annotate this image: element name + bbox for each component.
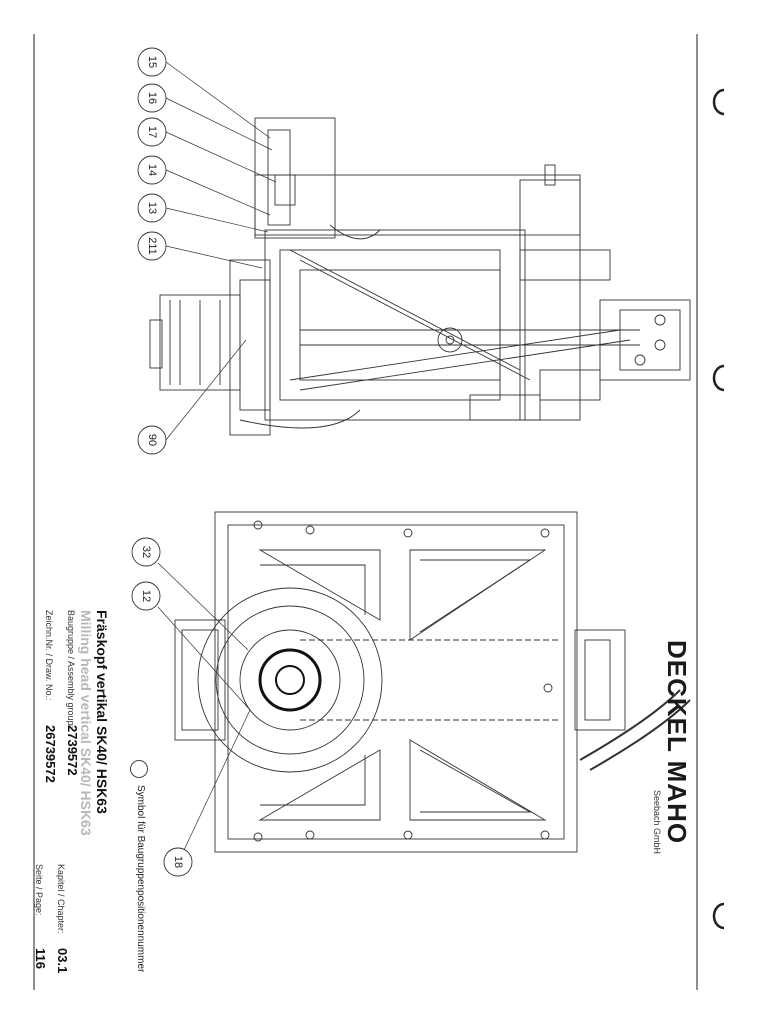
brand-logo: DECKEL MAHO <box>662 640 692 845</box>
callout-90: 90 <box>137 339 247 455</box>
callout-label: 32 <box>140 546 152 558</box>
lower-assembly-view <box>174 511 691 853</box>
chapter-value: 03.1 <box>55 948 70 974</box>
callout-label: 13 <box>146 202 158 214</box>
callout-12: 12 <box>131 581 251 711</box>
brand-block: DECKEL MAHO Seebach GmbH <box>652 640 692 870</box>
callout-label: 14 <box>146 164 158 176</box>
callout-label: 15 <box>146 56 158 68</box>
callout-label: 18 <box>172 856 184 868</box>
binder-holes <box>712 88 725 930</box>
drawing-number-value: 26739572 <box>43 725 58 783</box>
callout-label: 90 <box>146 434 158 446</box>
upper-assembly-view <box>149 117 691 436</box>
assembly-value: 2739572 <box>65 725 80 776</box>
page-value: 116 <box>33 948 48 969</box>
drawing-number-label: Zeichn.Nr. / Draw. No.: <box>44 610 54 701</box>
callout-label: 211 <box>146 237 158 255</box>
callout-14: 14 <box>137 155 271 216</box>
brand-subtitle: Seebach GmbH <box>652 790 662 855</box>
position-symbol-icon <box>130 760 148 778</box>
callout-label: 12 <box>140 590 152 602</box>
title-german: Fräskopf vertikal SK40/ HSK63 <box>94 610 110 814</box>
symbol-note: Symbol für Baugruppenpositionennummer <box>135 785 146 973</box>
chapter-label: Kapitel / Chapter: <box>56 864 66 934</box>
chapter-page-block: Kapitel / Chapter: 03.1 Seite / Page: 11… <box>30 864 70 984</box>
callout-label: 17 <box>146 126 158 138</box>
callout-label: 16 <box>146 92 158 104</box>
callout-211: 211 <box>137 231 263 269</box>
assembly-label: Baugruppe / Assembly group: <box>66 610 76 729</box>
callout-32: 32 <box>131 537 249 651</box>
page-label: Seite / Page: <box>34 864 44 916</box>
callout-15: 15 <box>137 47 271 139</box>
callout-13: 13 <box>137 193 269 233</box>
title-english: Milling head vertical SK40/ HSK63 <box>78 610 94 836</box>
callout-16: 16 <box>137 83 273 151</box>
callout-17: 17 <box>137 117 277 183</box>
callout-18: 18 <box>163 709 251 877</box>
